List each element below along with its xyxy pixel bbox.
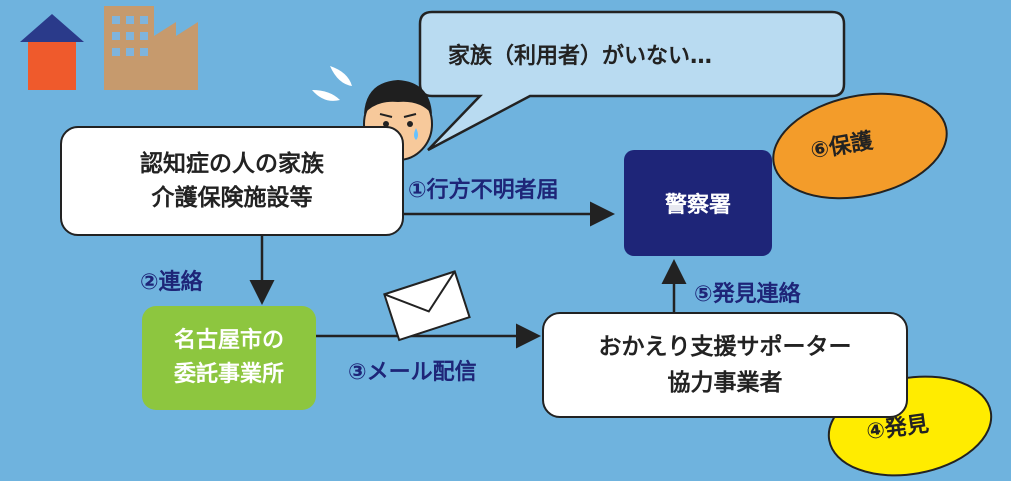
speech-bubble-text: 家族（利用者）がいない… xyxy=(448,44,713,69)
step-2-label: ②連絡 xyxy=(140,270,203,295)
house-icon xyxy=(20,14,84,90)
speech-bubble xyxy=(418,10,846,152)
envelope-icon xyxy=(383,270,471,342)
police-node: 警察署 xyxy=(624,150,772,256)
step-5-label: ⑤発見連絡 xyxy=(694,282,801,307)
family-node: 認知症の人の家族 介護保険施設等 xyxy=(60,126,404,236)
police-node-label: 警察署 xyxy=(664,193,731,218)
supporter-node-line1: おかえり支援サポーター xyxy=(598,334,852,360)
supporter-node-line2: 協力事業者 xyxy=(667,370,783,396)
sweat-drops-icon xyxy=(312,66,352,101)
nagoya-node: 名古屋市の 委託事業所 xyxy=(142,306,316,410)
step-6-ellipse xyxy=(772,92,948,200)
facility-building-icon xyxy=(104,6,198,90)
step-1-label: ①行方不明者届 xyxy=(408,178,559,203)
family-node-line1: 認知症の人の家族 xyxy=(140,151,324,177)
nagoya-node-line2: 委託事業所 xyxy=(173,362,284,387)
family-node-line2: 介護保険施設等 xyxy=(151,185,313,211)
supporter-node: おかえり支援サポーター 協力事業者 xyxy=(542,312,908,418)
nagoya-node-line1: 名古屋市の xyxy=(173,328,284,353)
step-3-label: ③メール配信 xyxy=(348,360,477,385)
